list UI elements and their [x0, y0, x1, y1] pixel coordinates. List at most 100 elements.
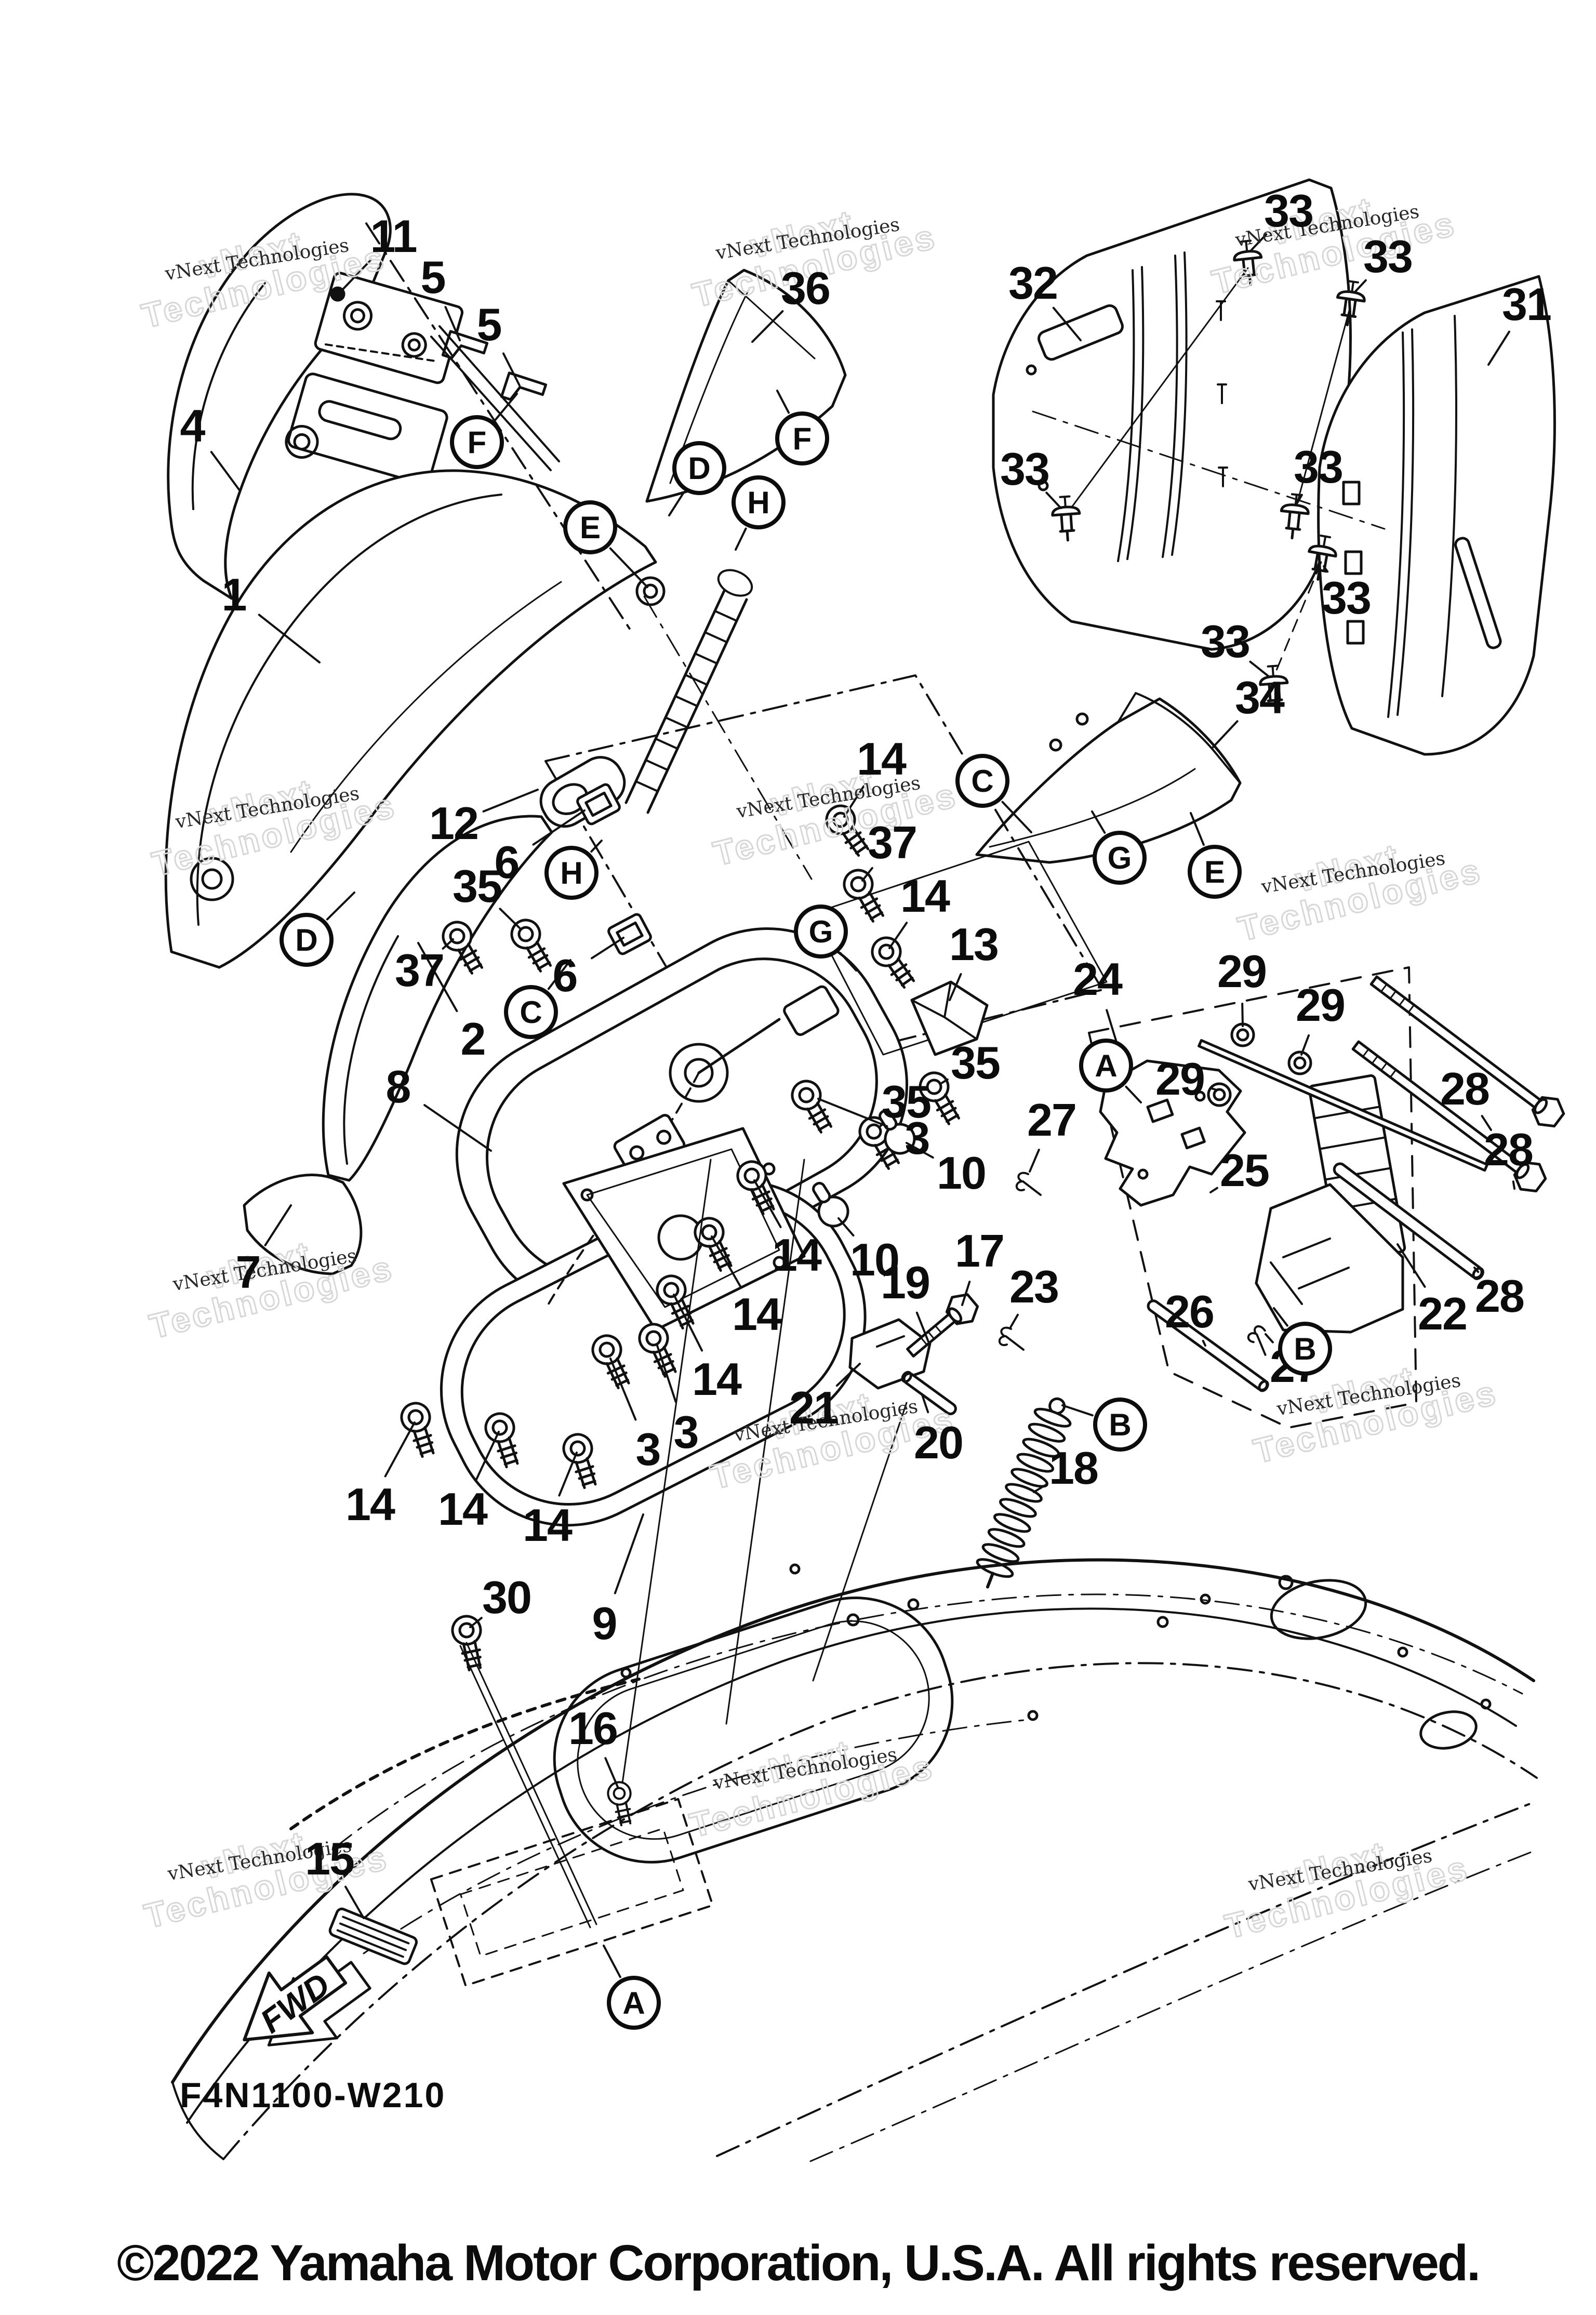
part-number-callout[interactable]: 11 [370, 210, 417, 262]
part-number-callout[interactable]: 19 [881, 1257, 930, 1308]
part-number-callout[interactable]: 25 [1220, 1145, 1270, 1196]
part-number-callout[interactable]: 36 [781, 262, 831, 314]
part-number-callout[interactable]: 37 [868, 817, 917, 868]
part-number-callout[interactable]: 14 [692, 1353, 742, 1405]
part-number-callout[interactable]: 5 [420, 251, 446, 303]
part-number-callout[interactable]: 29 [1217, 946, 1267, 997]
view-letter-badge[interactable]: D [280, 913, 334, 967]
part-number-callout[interactable]: 12 [429, 797, 479, 849]
projection-line [812, 1402, 908, 1682]
view-letter-badge[interactable]: D [672, 441, 726, 495]
part-number-callout[interactable]: 21 [789, 1382, 839, 1433]
part-number-callout[interactable]: 31 [1502, 278, 1552, 330]
view-letter-badge[interactable]: H [732, 475, 786, 529]
view-letter-badge[interactable]: A [1079, 1039, 1133, 1093]
part-number-callout[interactable]: 2 [460, 1013, 486, 1065]
part-number-callout[interactable]: 14 [438, 1483, 488, 1535]
construction-line [1032, 410, 1386, 530]
part-number-callout[interactable]: 10 [937, 1147, 987, 1199]
diagram-code: F4N1100-W210 [180, 2075, 446, 2115]
part-number-callout[interactable]: 3 [905, 1112, 930, 1164]
part-number-callout[interactable]: 5 [476, 299, 502, 350]
part-number-callout[interactable]: 15 [305, 1833, 355, 1884]
part-number-callout[interactable]: 10 [850, 1234, 900, 1285]
part-7-pad [243, 1174, 363, 1275]
part-number-callout[interactable]: 20 [914, 1417, 964, 1468]
part-number-callout[interactable]: 3 [635, 1423, 661, 1475]
latch-bracket-19 [848, 1318, 932, 1390]
part-number-callout[interactable]: 28 [1484, 1124, 1534, 1175]
pin-20 [901, 1371, 957, 1415]
view-letter-badge[interactable]: F [450, 415, 504, 469]
spring-18 [976, 1397, 1072, 1589]
view-letter-badge[interactable]: H [544, 846, 598, 900]
part-number-callout[interactable]: 14 [857, 733, 907, 784]
latch-mechanism [544, 985, 840, 1310]
view-letter-badge[interactable]: G [1093, 831, 1147, 885]
part-number-callout[interactable]: 35 [453, 860, 502, 912]
part-number-callout[interactable]: 8 [385, 1061, 411, 1112]
part-number-callout[interactable]: 4 [180, 400, 206, 451]
view-letter-badge[interactable]: B [1278, 1322, 1332, 1376]
part-number-callout[interactable]: 3 [673, 1406, 699, 1458]
rod-26 [1147, 1299, 1269, 1392]
view-letter-badge[interactable]: F [775, 411, 829, 465]
part-number-callout[interactable]: 18 [1049, 1442, 1099, 1494]
hinge-arm [430, 325, 560, 471]
part-13-block [910, 980, 989, 1056]
part-number-callout[interactable]: 9 [592, 1598, 618, 1649]
part-number-callout[interactable]: 14 [345, 1479, 395, 1530]
view-letter-badge[interactable]: G [794, 904, 848, 959]
part-number-callout[interactable]: 1 [221, 569, 247, 620]
part-number-callout[interactable]: 33 [1000, 443, 1050, 495]
view-letter-badge[interactable]: B [1093, 1398, 1147, 1452]
part-number-callout[interactable]: 14 [900, 870, 950, 922]
side-plate [809, 841, 1108, 1056]
part-number-callout[interactable]: 33 [1294, 441, 1344, 493]
part-32-panel [992, 178, 1352, 651]
construction-line [643, 595, 813, 880]
part-number-callout[interactable]: 35 [882, 1076, 932, 1127]
part-number-callout[interactable]: 33 [1363, 231, 1413, 282]
part-number-callout[interactable]: 37 [395, 944, 445, 996]
part-number-callout[interactable]: 34 [1235, 672, 1285, 723]
view-letter-badge[interactable]: A [607, 1976, 661, 2030]
part-number-callout[interactable]: 23 [1009, 1261, 1059, 1312]
view-letter-badge[interactable]: E [563, 500, 617, 554]
part-number-callout[interactable]: 7 [235, 1246, 261, 1298]
part-number-callout[interactable]: 33 [1264, 185, 1314, 236]
rod-22 [1333, 1162, 1484, 1280]
part-number-callout[interactable]: 26 [1165, 1286, 1215, 1337]
part-number-callout[interactable]: 33 [1201, 616, 1251, 667]
part-number-callout[interactable]: 28 [1440, 1063, 1490, 1114]
part-number-callout[interactable]: 17 [955, 1225, 1005, 1276]
view-letter-badge[interactable]: C [955, 754, 1009, 808]
part-number-callout[interactable]: 14 [523, 1499, 573, 1551]
part-number-callout[interactable]: 24 [1073, 953, 1123, 1005]
bolt-28b [1351, 1040, 1550, 1197]
view-letter-badge[interactable]: E [1188, 845, 1242, 899]
part-number-callout[interactable]: 27 [1027, 1094, 1077, 1146]
part-number-callout[interactable]: 6 [494, 836, 520, 888]
part-number-callout[interactable]: 29 [1296, 979, 1346, 1031]
part-number-callout[interactable]: 28 [1475, 1270, 1525, 1322]
part-number-callout[interactable]: 6 [552, 950, 578, 1001]
part-number-callout[interactable]: 14 [772, 1229, 822, 1281]
part-number-callout[interactable]: 35 [951, 1037, 1001, 1088]
part-number-callout[interactable]: 14 [732, 1288, 782, 1340]
rod-30 [459, 1642, 597, 1928]
part-number-callout[interactable]: 22 [1418, 1288, 1468, 1339]
part-number-callout[interactable]: 13 [949, 919, 999, 970]
part-number-callout[interactable]: 16 [568, 1702, 618, 1754]
leader-lines [210, 233, 1515, 1978]
part-number-callout[interactable]: 30 [482, 1572, 532, 1623]
part-2-blade [322, 815, 553, 1182]
part-15-strip [328, 1907, 418, 1965]
view-letter-badge[interactable]: C [504, 985, 558, 1039]
part-number-callout[interactable]: 33 [1322, 572, 1372, 623]
stay-strap [624, 569, 753, 814]
part-number-callout[interactable]: 32 [1008, 257, 1058, 309]
part-number-callout[interactable]: 29 [1155, 1053, 1205, 1105]
